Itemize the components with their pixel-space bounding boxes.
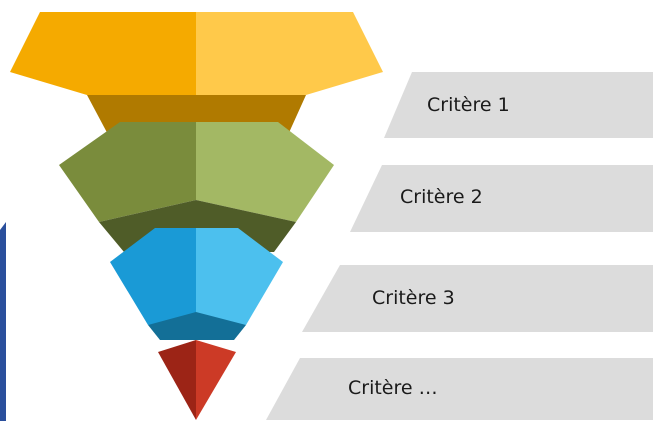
funnel-tier-4 [158,340,236,420]
label-band-4 [266,358,653,420]
tier-3-left-face [110,228,196,325]
label-band-1 [384,72,653,138]
tier-2-right-face [196,122,334,222]
label-band-3 [302,265,653,332]
label-band-2 [350,165,653,232]
left-edge-accent [0,222,6,421]
tier-3-right-face [196,228,283,325]
tier-4-left-face [158,340,196,420]
criterion-label-4: Critère … [348,377,438,399]
tier-1-right-face [196,12,383,95]
tier-3-bottom-band [148,312,246,340]
tier-2-left-face [59,122,196,222]
tier-4-right-face [196,340,236,420]
funnel-tier-3 [110,228,283,340]
criterion-label-2: Critère 2 [400,186,483,208]
tier-1-left-face [10,12,196,95]
criterion-label-1: Critère 1 [427,94,510,116]
criterion-label-3: Critère 3 [372,287,455,309]
